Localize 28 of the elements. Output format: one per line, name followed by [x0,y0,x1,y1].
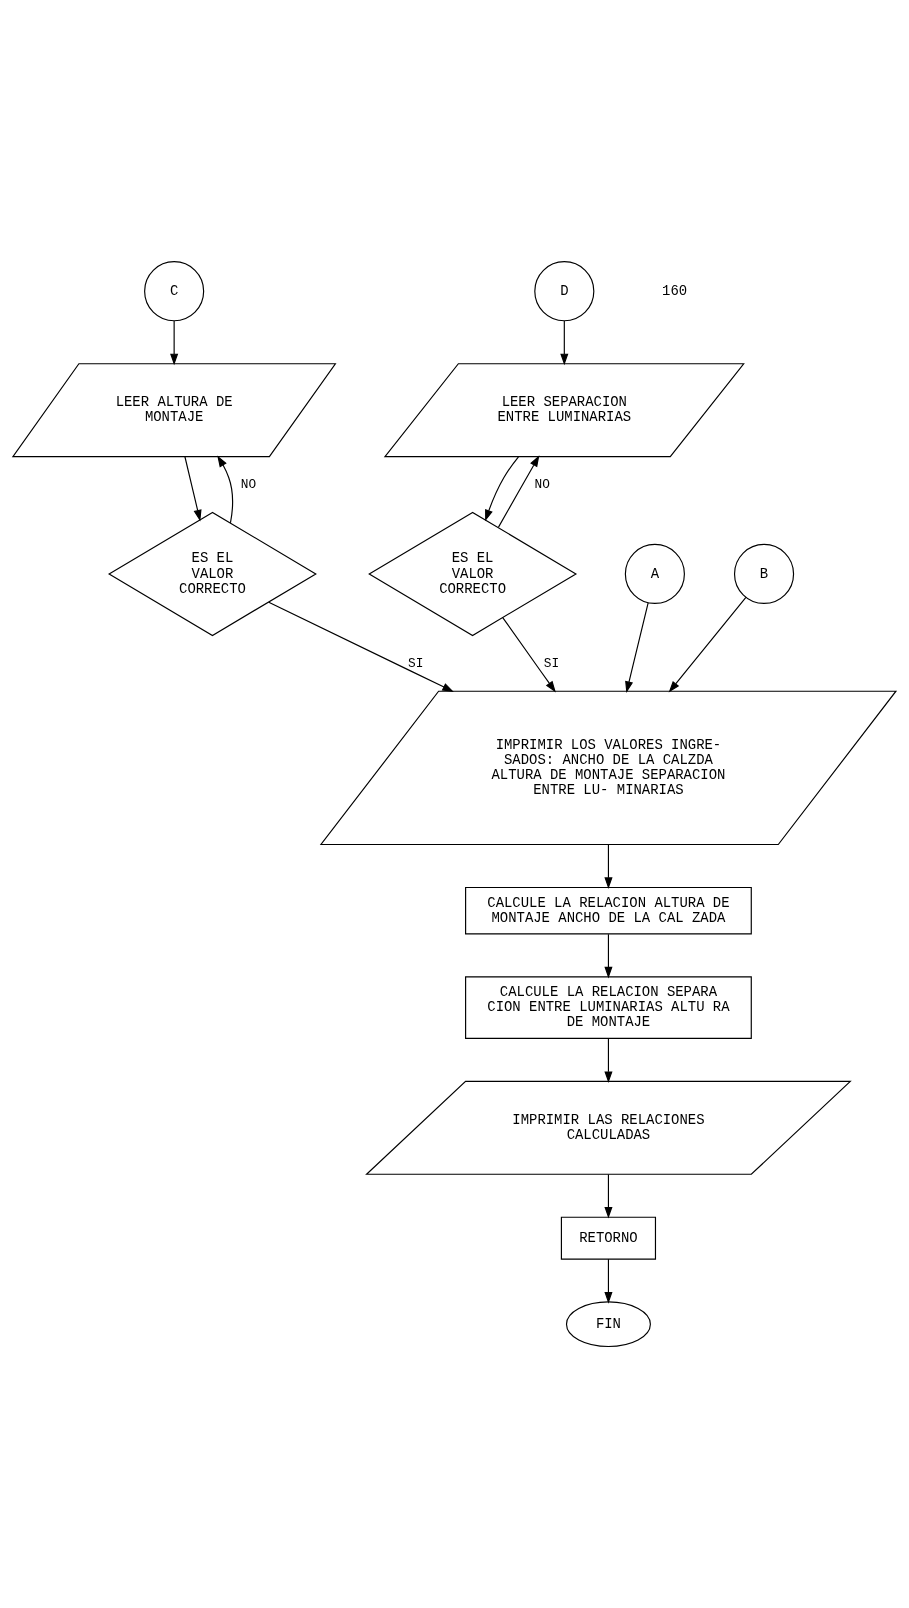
node-circle: B [733,543,795,604]
node-ellipse: FIN [565,1301,651,1348]
arrow [497,455,540,528]
node-box: CALCULE LA RELACION ALTURA DE MONTAJE ANCHO DE LA CAL ZADA [465,886,752,935]
node-circle: C [144,261,205,322]
node-circle: D [534,261,595,322]
arrow [268,601,454,692]
arrow [184,456,202,522]
node-circle: A [624,543,685,604]
label: 160 [662,282,688,299]
edge-label: NO [534,476,550,492]
arrow [668,596,747,693]
edge-label: NO [240,476,257,492]
node-box: RETORNO [560,1216,657,1260]
arrow [170,320,179,366]
arrow [625,602,649,693]
arrow [604,933,613,979]
arrow [560,320,569,366]
edge-label: SI [543,655,560,671]
arrow [604,1037,613,1084]
arrow [604,1258,613,1304]
arrow [485,456,520,522]
arrow [604,844,613,889]
arrow [217,455,234,524]
arrow [502,617,556,693]
edge-label: SI [408,655,424,671]
node-box: CALCULE LA RELACION SEPARA CION ENTRE LUMINARIAS ALTU RA DE MONTAJE [465,976,752,1039]
arrow [604,1173,613,1219]
